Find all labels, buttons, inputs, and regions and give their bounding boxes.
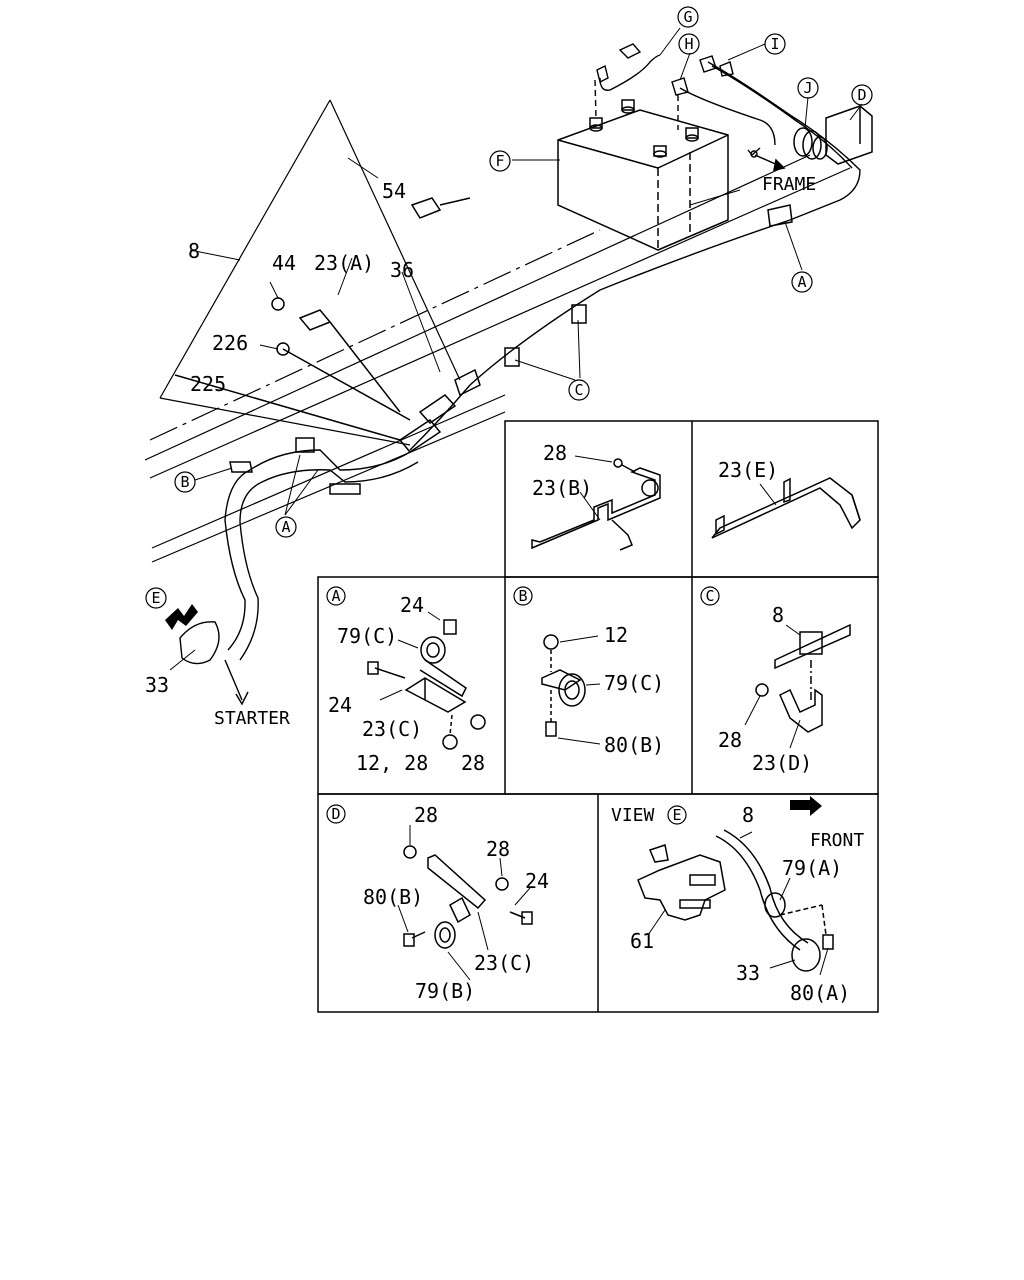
callout-12: 12	[604, 623, 628, 647]
battery-cables	[409, 43, 861, 451]
battery-assembly	[557, 99, 729, 251]
frame-label: FRAME	[762, 174, 816, 195]
front-label: FRONT	[810, 830, 864, 851]
panel-borders	[317, 420, 879, 1013]
callout-8: 8	[742, 803, 754, 827]
detail-c-drawing	[744, 623, 851, 749]
callout-23c: 23(C)	[474, 951, 534, 975]
detail-b-marker: B	[518, 587, 527, 605]
view-e-arrow	[165, 604, 198, 630]
callout-79c: 79(C)	[604, 671, 664, 695]
callout-23a: 23(A)	[314, 251, 374, 275]
marker-d: D	[857, 86, 866, 104]
main-leaders	[169, 27, 863, 671]
callout-28: 28	[414, 803, 438, 827]
callout-23d: 23(D)	[752, 751, 812, 775]
leader-triangle	[159, 99, 461, 446]
bracket-23e-drawing	[711, 477, 861, 539]
callout-23e: 23(E)	[718, 458, 778, 482]
detail-view-e-drawing	[637, 796, 834, 976]
frame-rails	[144, 154, 851, 563]
starter-label: STARTER	[214, 708, 290, 729]
marker-g: G	[683, 8, 692, 26]
view-e-marker: E	[672, 806, 681, 824]
marker-e: E	[151, 589, 160, 607]
marker-i: I	[770, 35, 779, 53]
detail-d-drawing	[397, 825, 533, 981]
callout-79c: 79(C)	[337, 624, 397, 648]
marker-b: B	[180, 473, 189, 491]
marker-a-left: A	[281, 518, 290, 536]
circle-markers-details	[326, 586, 720, 825]
callout-28: 28	[486, 837, 510, 861]
callout-28: 28	[461, 751, 485, 775]
callout-80b: 80(B)	[604, 733, 664, 757]
marker-h: H	[684, 35, 693, 53]
callout-8: 8	[772, 603, 784, 627]
callout-23c: 23(C)	[362, 717, 422, 741]
detail-a-marker: A	[331, 587, 340, 605]
frame-arrow	[754, 154, 786, 171]
callout-33: 33	[145, 673, 169, 697]
callout-79b: 79(B)	[415, 979, 475, 1003]
callout-12-28: 12, 28	[356, 751, 428, 775]
marker-c: C	[574, 381, 583, 399]
marker-f: F	[495, 152, 504, 170]
detail-b-drawing	[541, 634, 601, 745]
detail-d-marker: D	[331, 805, 340, 823]
bracket-23b-drawing	[531, 455, 661, 551]
callout-226: 226	[212, 331, 248, 355]
callout-33: 33	[736, 961, 760, 985]
callout-54: 54	[382, 179, 406, 203]
callout-80b: 80(B)	[363, 885, 423, 909]
callout-24: 24	[400, 593, 424, 617]
circle-markers-main	[145, 6, 873, 609]
bracket-d	[825, 105, 873, 165]
callout-79a: 79(A)	[782, 856, 842, 880]
starter-cable	[179, 449, 419, 706]
callout-24: 24	[328, 693, 352, 717]
grommet	[793, 127, 828, 160]
callout-44: 44	[272, 251, 296, 275]
callout-80a: 80(A)	[790, 981, 850, 1005]
detail-c-marker: C	[705, 587, 714, 605]
callout-36: 36	[390, 258, 414, 282]
callout-24: 24	[525, 869, 549, 893]
callout-8: 8	[188, 239, 200, 263]
marker-j: J	[803, 79, 812, 97]
view-e-label: VIEW	[611, 805, 655, 826]
detail-a-drawing	[367, 611, 486, 750]
callout-23b: 23(B)	[532, 476, 592, 500]
callout-28: 28	[543, 441, 567, 465]
marker-a-right: A	[797, 273, 806, 291]
callout-28: 28	[718, 728, 742, 752]
callout-61: 61	[630, 929, 654, 953]
callout-225: 225	[190, 372, 226, 396]
